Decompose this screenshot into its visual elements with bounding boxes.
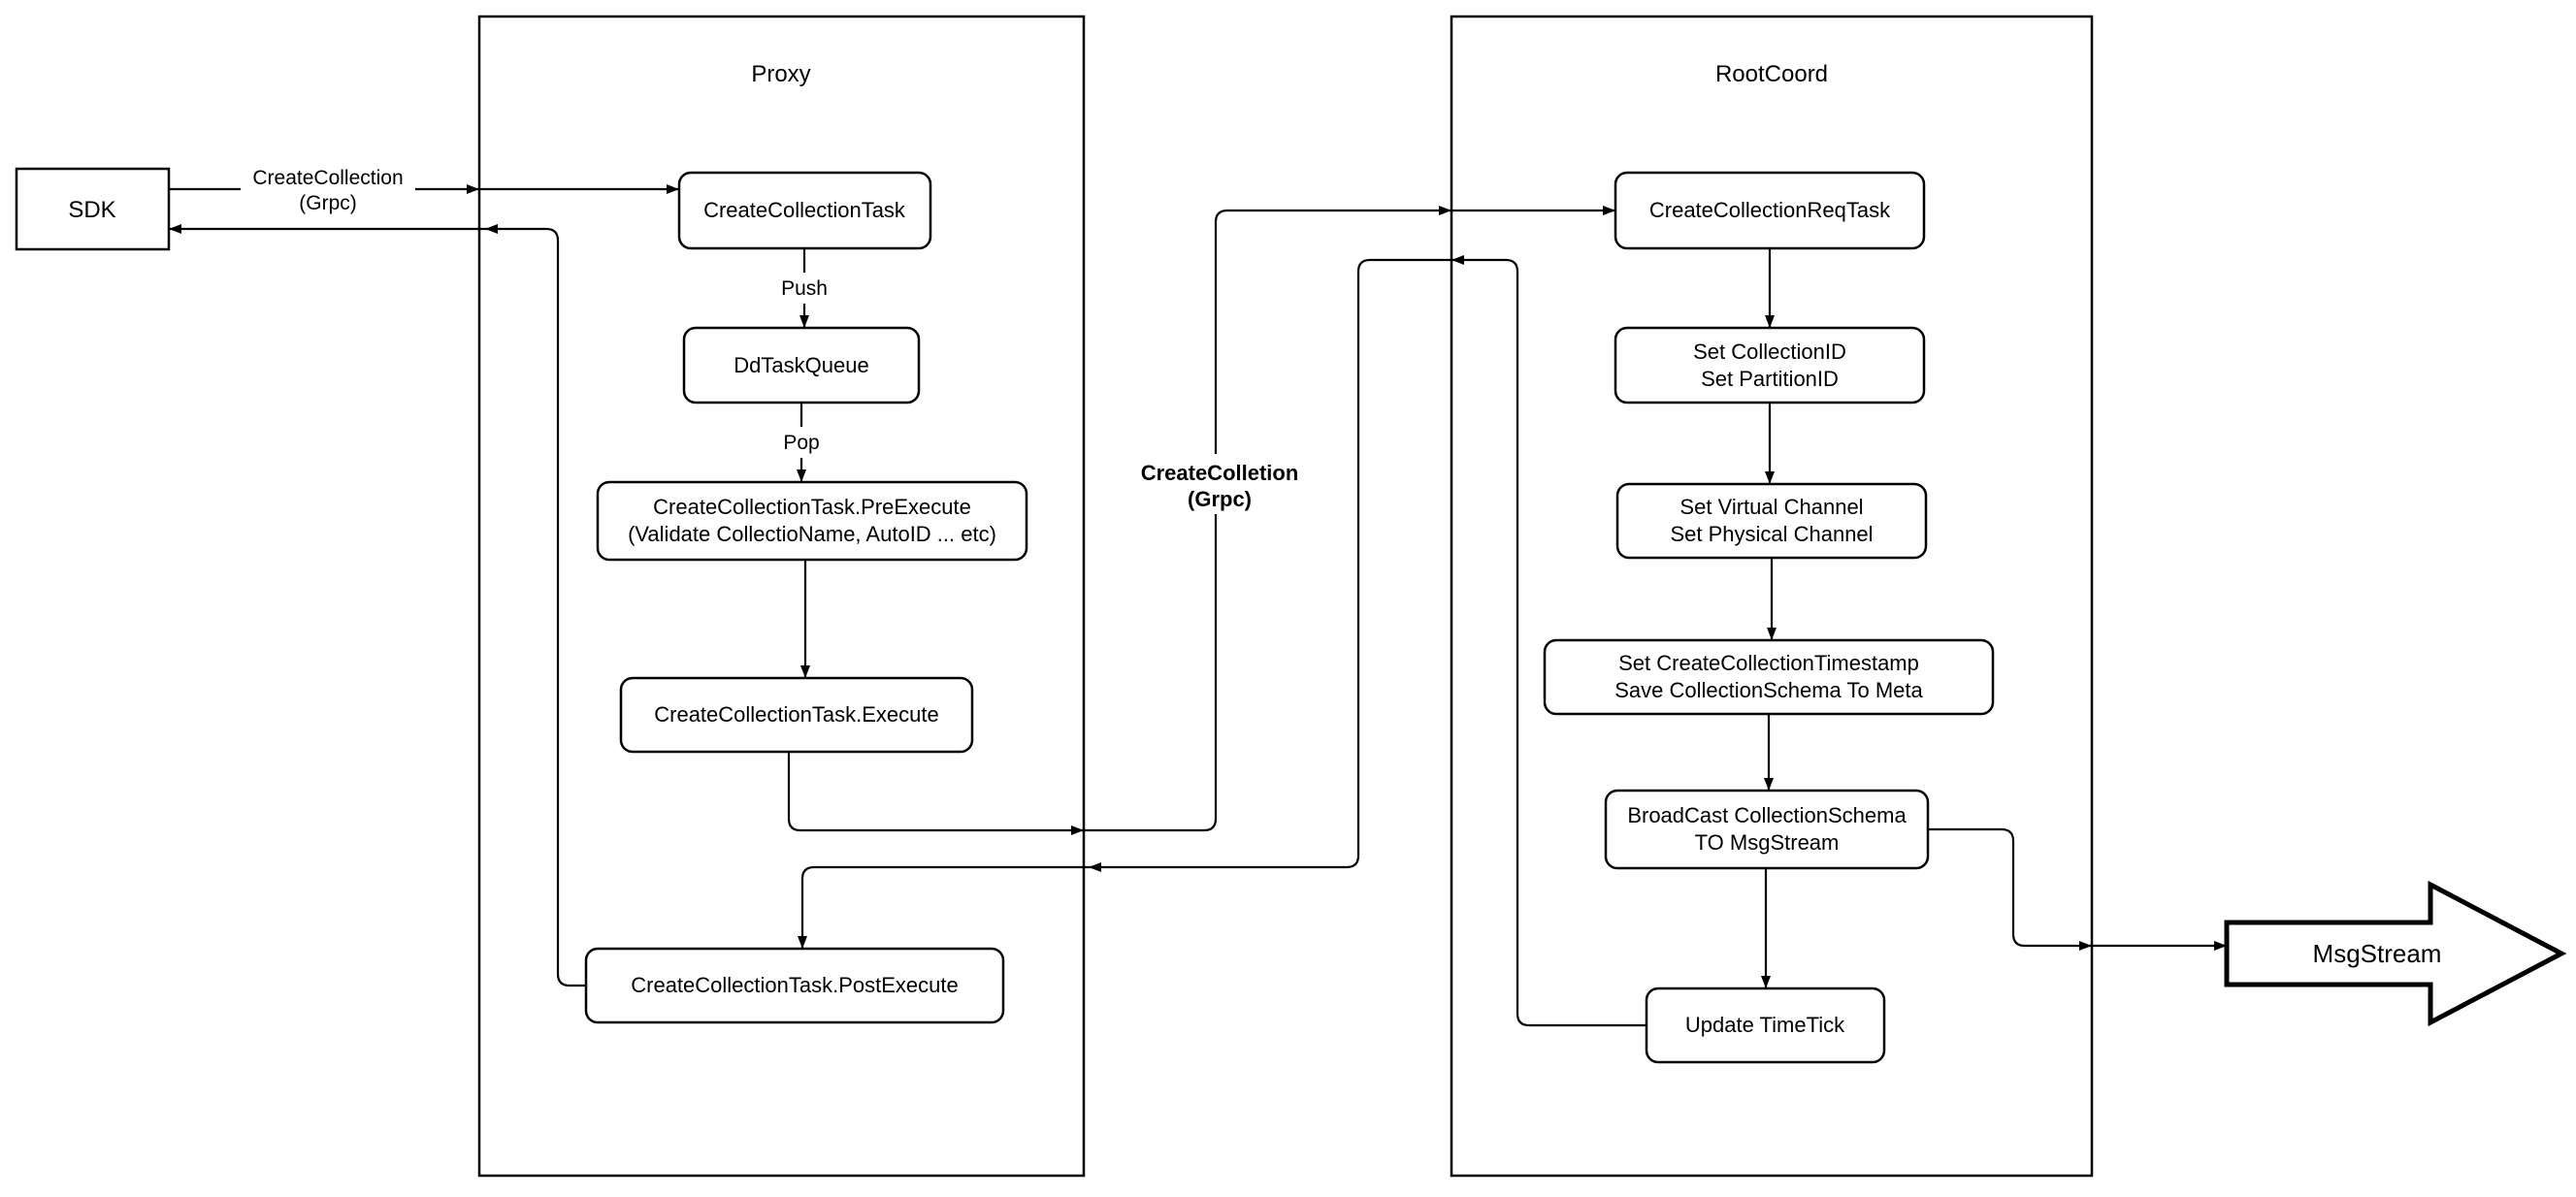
node-label: (Validate CollectioName, AutoID ... etc) [628,522,996,546]
node-msgstream: MsgStream [2224,880,2567,1027]
node-label: CreateCollectionReqTask [1649,198,1891,222]
node-rect [1614,171,1926,250]
edge-label-bg [774,427,829,458]
edge-execute-to-proxy-border [787,752,1084,835]
node-execute: CreateCollectionTask.Execute [619,676,974,754]
node-sdk: SDK [15,167,171,251]
rootcoord-container: RootCoord [1450,15,2094,1178]
node-rect [1615,482,1928,560]
node-label: Set CollectionID [1693,340,1846,364]
edge-label-push: Push [775,273,833,304]
node-label: TO MsgStream [1695,830,1840,855]
rootcoord-container-title: RootCoord [1715,61,1828,87]
edge-label-create-colletion-grpc: CreateColletion (Grpc) [1133,454,1306,514]
node-rect [677,171,932,250]
edge-broadcast-to-rootcoord-border [1928,827,2092,951]
node-rect [619,676,974,754]
edge-label-text: (Grpc) [1188,487,1252,511]
node-label: BroadCast CollectionSchema [1627,803,1907,827]
edge-label-pop: Pop [774,427,829,458]
msgstream-arrow-shape [2224,880,2567,1027]
node-rect [1614,326,1926,404]
proxy-container: Proxy [477,15,1086,1178]
node-rect [1604,789,1930,870]
node-label: Set Virtual Channel [1679,495,1863,519]
node-broadcast: BroadCast CollectionSchema TO MsgStream [1604,789,1930,870]
node-label: DdTaskQueue [734,353,868,377]
edge-label-text: CreateColletion [1141,461,1299,485]
node-sdk-label: SDK [68,197,115,223]
edge-proxy-border-to-post-execute [798,865,1089,949]
proxy-container-title: Proxy [751,61,810,87]
edge-label-text: (Grpc) [299,192,357,214]
node-rect [596,480,1028,562]
node-post-execute: CreateCollectionTask.PostExecute [584,947,1005,1024]
node-label: Set Physical Channel [1670,522,1873,546]
msgstream-label: MsgStream [2313,939,2442,968]
edge-label-bg [241,161,415,217]
node-label: CreateCollectionTask.Execute [654,702,938,727]
node-sdk-rect [15,167,171,251]
edge-label-text: Push [781,277,828,300]
node-set-collection-id: Set CollectionID Set PartitionID [1614,326,1926,404]
node-rect [584,947,1005,1024]
rootcoord-container-rect [1450,15,2094,1178]
node-dd-task-queue: DdTaskQueue [682,326,921,404]
node-label: Set CreateCollectionTimestamp [1618,651,1919,675]
node-pre-execute: CreateCollectionTask.PreExecute (Validat… [596,480,1028,562]
node-create-collection-task: CreateCollectionTask [677,171,932,250]
edge-grpc-to-rootcoord-border [1084,206,1451,832]
edge-update-time-tick-to-rootcoord-border [1451,255,1647,1027]
edge-label-text: Pop [783,432,819,454]
node-rect [682,326,921,404]
edge-label-bg [1133,454,1306,514]
edges [169,184,2227,1027]
proxy-container-rect [477,15,1086,1178]
edge-post-execute-to-proxy-border [485,224,586,987]
node-rect [1543,638,1995,716]
node-label: CreateCollectionTask [703,198,906,222]
node-rect [1645,987,1886,1064]
edge-labels: CreateCollection (Grpc) Push Pop CreateC… [241,161,1306,514]
edge-label-bg [775,273,833,304]
node-update-time-tick: Update TimeTick [1645,987,1886,1064]
node-label: Update TimeTick [1685,1013,1845,1037]
node-label: Set PartitionID [1701,367,1839,391]
edge-label-text: CreateCollection [252,167,403,189]
node-label: CreateCollectionTask.PostExecute [631,973,959,997]
node-label: Save CollectionSchema To Meta [1614,678,1923,702]
nodes: SDK CreateCollectionTask DdTaskQueue Cre… [15,167,2567,1064]
node-create-collection-req-task: CreateCollectionReqTask [1614,171,1926,250]
edge-label-create-collection-grpc: CreateCollection (Grpc) [241,161,415,217]
node-set-timestamp: Set CreateCollectionTimestamp Save Colle… [1543,638,1995,716]
node-set-channels: Set Virtual Channel Set Physical Channel [1615,482,1928,560]
edge-reply-to-proxy-border [1089,258,1451,872]
node-label: CreateCollectionTask.PreExecute [653,495,971,519]
